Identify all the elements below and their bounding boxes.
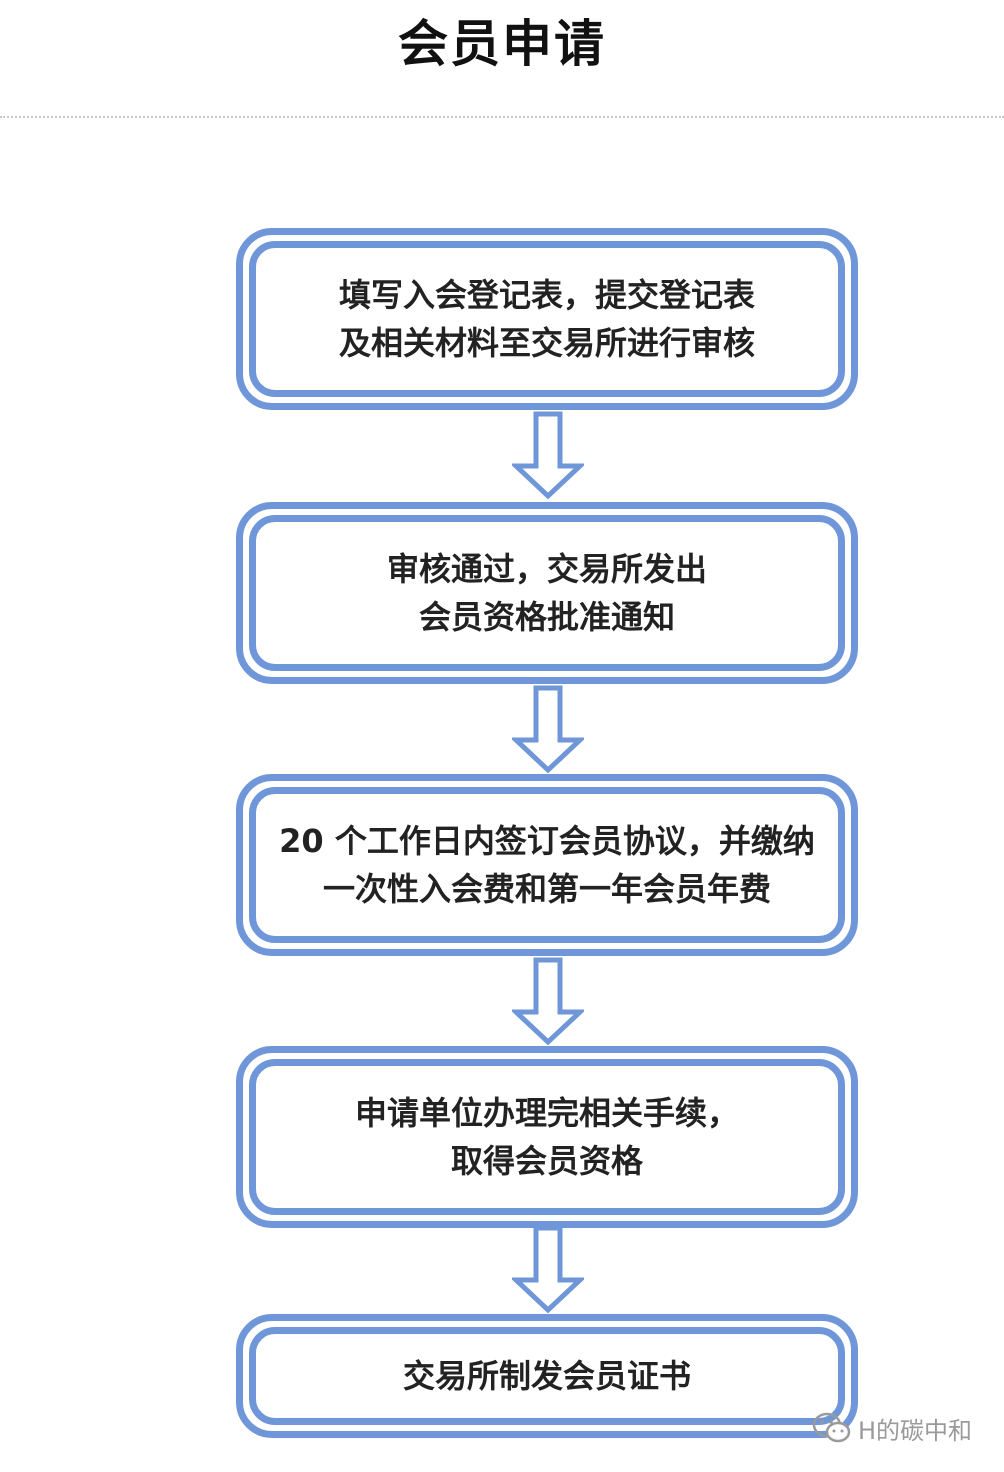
flow-step-2-line-1: 审核通过，交易所发出: [386, 550, 707, 588]
down-arrow-icon: [512, 685, 584, 774]
flow-step-1-line-1: 填写入会登记表，提交登记表: [338, 276, 755, 314]
flow-step-5: 交易所制发会员证书: [236, 1314, 858, 1438]
flow-step-3: 20 个工作日内签订会员协议，并缴纳 一次性入会费和第一年会员年费: [236, 774, 858, 956]
down-arrow-icon: [512, 957, 584, 1046]
flow-step-3-line-2: 一次性入会费和第一年会员年费: [322, 870, 771, 908]
header-divider: [0, 116, 1004, 118]
flow-step-3-line-1: 20 个工作日内签订会员协议，并缴纳: [279, 822, 815, 860]
flow-step-5-line-1: 交易所制发会员证书: [402, 1357, 691, 1395]
flow-step-4-line-1: 申请单位办理完相关手续，: [354, 1094, 739, 1132]
flow-step-2: 审核通过，交易所发出 会员资格批准通知: [236, 502, 858, 684]
flow-step-4-line-2: 取得会员资格: [450, 1142, 643, 1180]
down-arrow-icon: [512, 1225, 584, 1314]
flow-step-1-line-2: 及相关材料至交易所进行审核: [338, 324, 755, 362]
flow-step-2-line-2: 会员资格批准通知: [418, 598, 675, 636]
wechat-icon: [812, 1412, 851, 1443]
flow-step-1: 填写入会登记表，提交登记表 及相关材料至交易所进行审核: [236, 228, 858, 410]
page-title: 会员申请: [398, 15, 606, 73]
watermark: H的碳中和: [812, 1408, 972, 1448]
watermark-text: H的碳中和: [857, 1416, 972, 1445]
flow-step-4: 申请单位办理完相关手续， 取得会员资格: [236, 1046, 858, 1228]
down-arrow-icon: [512, 411, 584, 500]
